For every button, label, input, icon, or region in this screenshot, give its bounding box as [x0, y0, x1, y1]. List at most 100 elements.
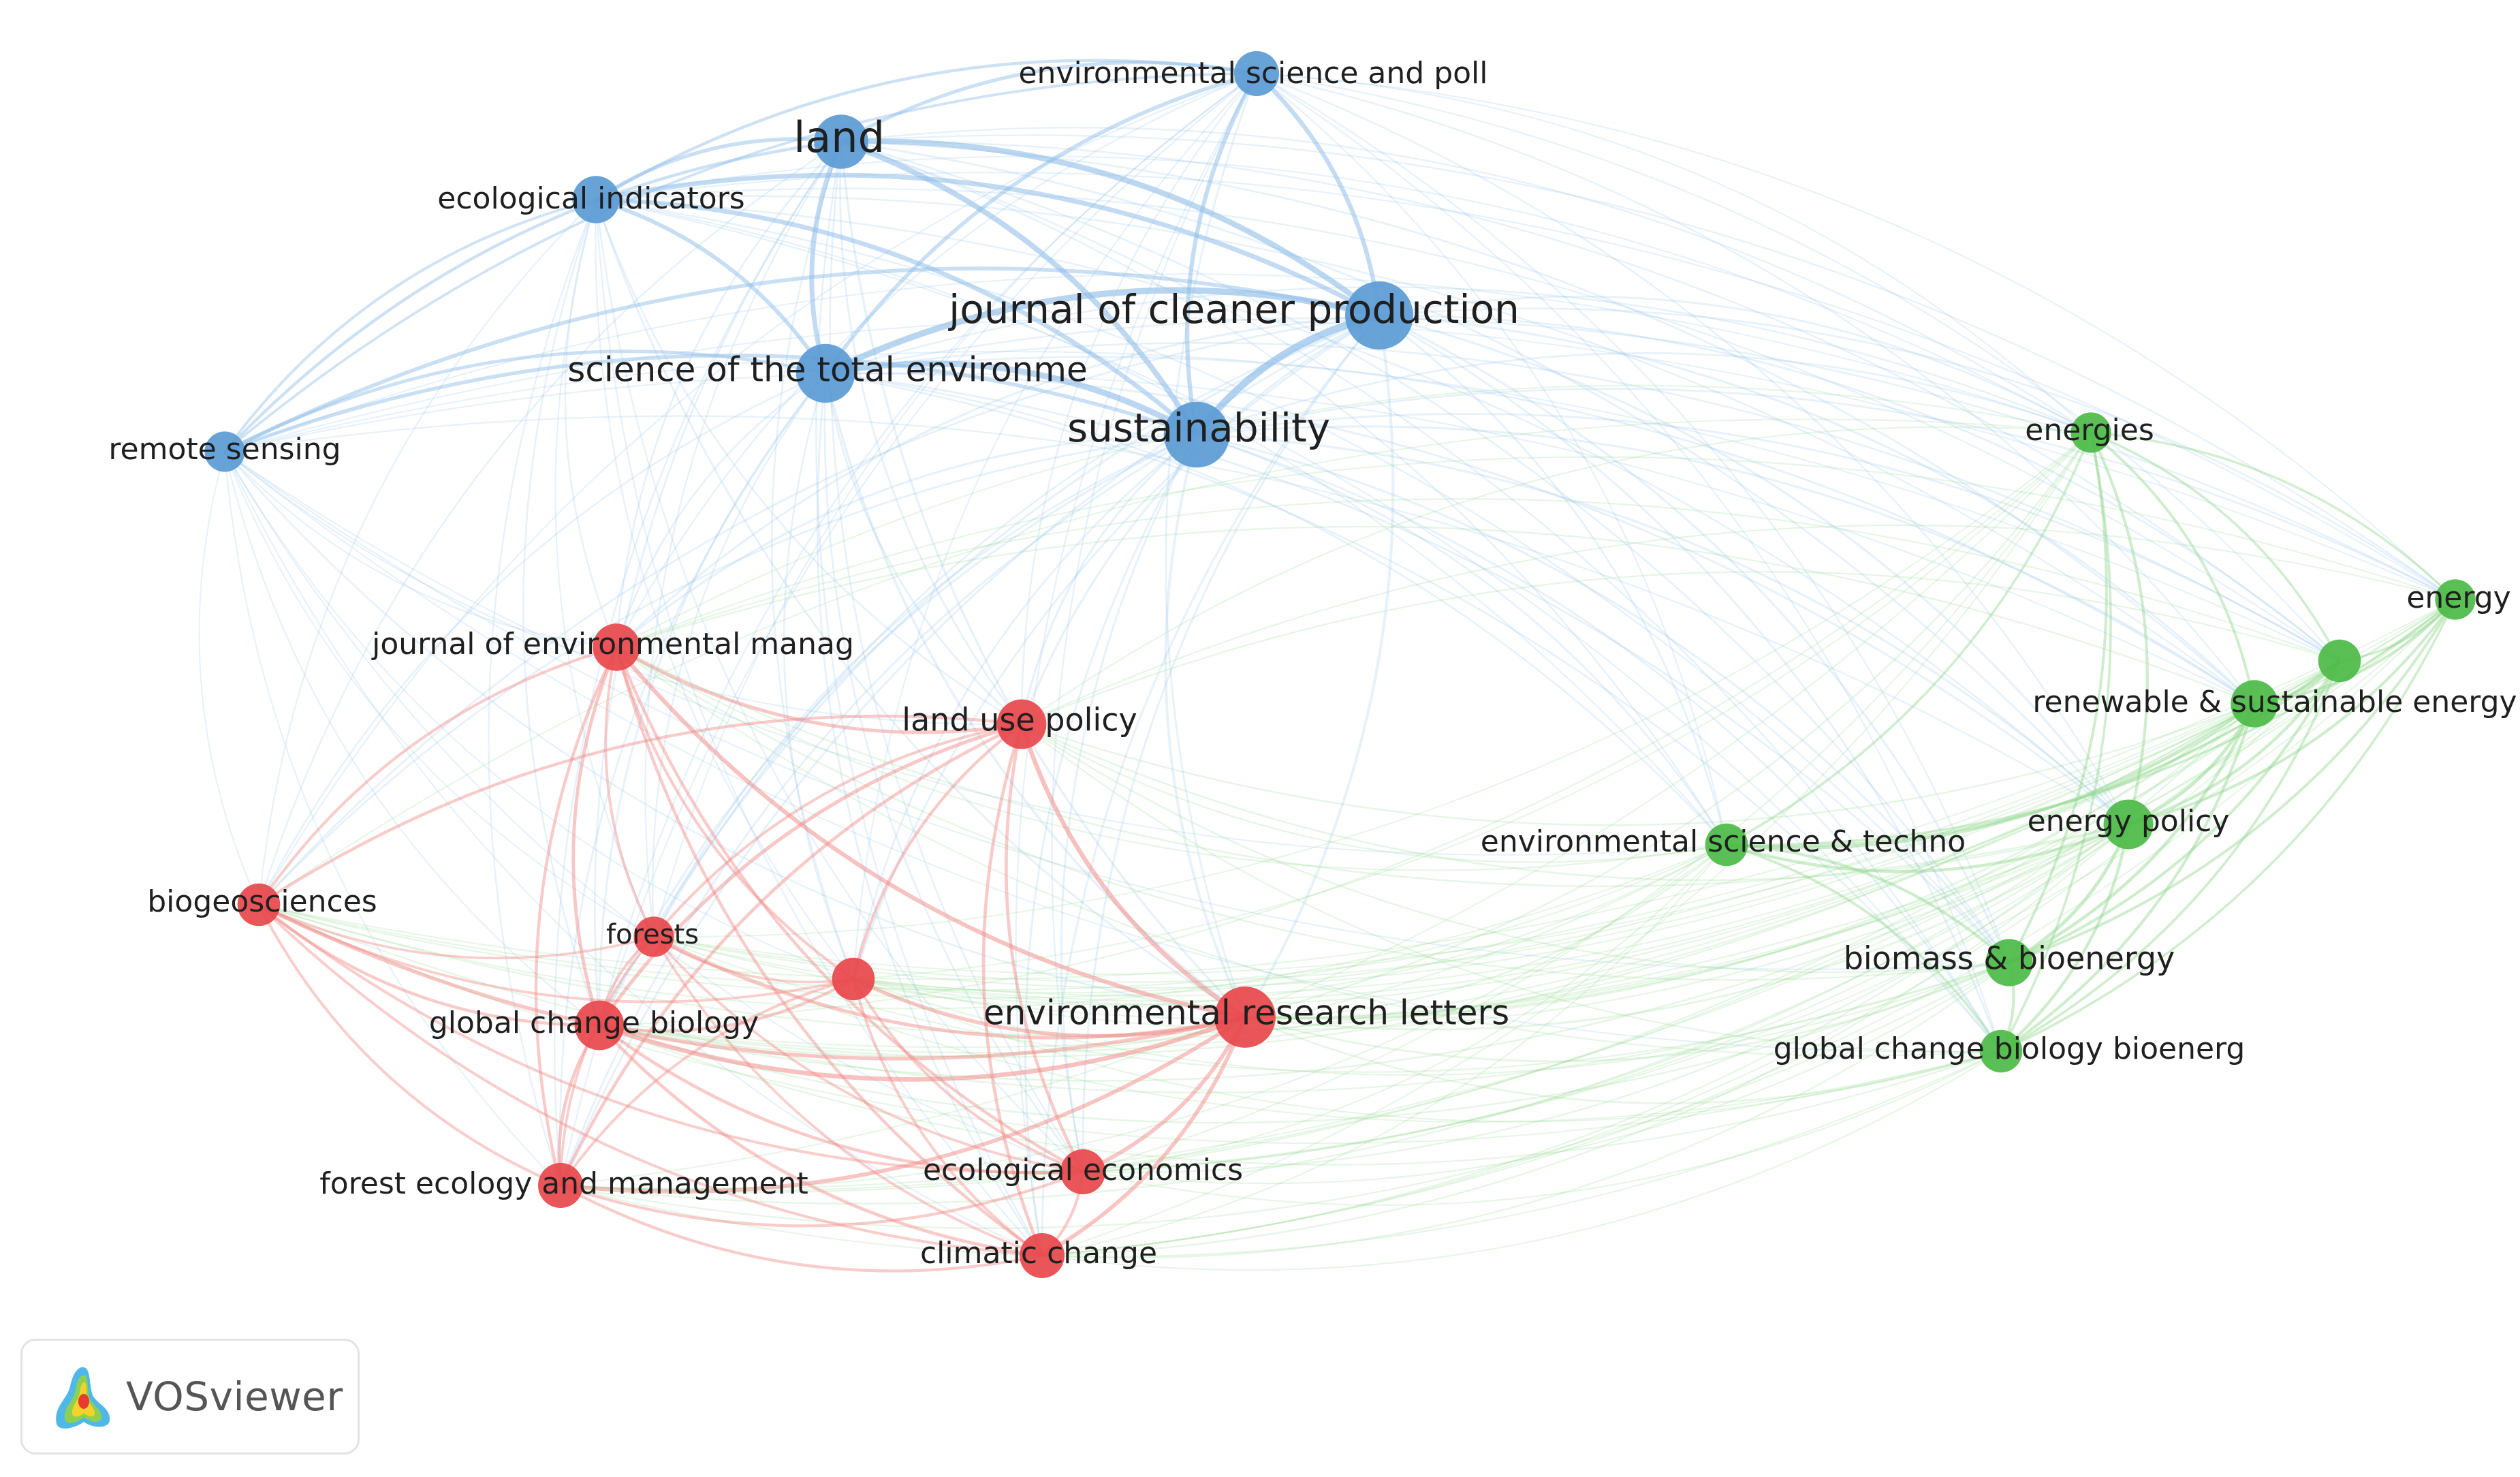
link-remote-est [224, 451, 1727, 856]
link-remote-green_unl [224, 350, 2340, 662]
node-gcbb[interactable] [1979, 1029, 2023, 1073]
link-energy-ecoecon [1082, 599, 2456, 1173]
link-sust-erl [1164, 434, 1246, 1018]
link-env_sci_poll-remote [223, 72, 1257, 453]
link-jcp-gcbb [1379, 314, 2002, 1052]
link-biogeo-ecoecon [257, 903, 1084, 1175]
link-stoten-rser [825, 356, 2255, 705]
link-biomass-feco [560, 961, 2010, 1229]
link-energies-enpol [2090, 432, 2149, 825]
link-gcbb-ecoecon [1082, 1051, 2002, 1207]
link-green_unl-ecoecon [1082, 660, 2340, 1173]
link-eco_ind-gcb [522, 199, 601, 1026]
link-energy-gcbb [2000, 599, 2457, 1053]
node-ecoecon[interactable] [1060, 1149, 1105, 1194]
node-jcp[interactable] [1345, 281, 1413, 349]
node-est[interactable] [1705, 823, 1748, 867]
node-climchg[interactable] [1020, 1233, 1065, 1278]
link-green_unl-biomass [2009, 660, 2341, 964]
node-rser[interactable] [2231, 680, 2278, 728]
link-env_sci_poll-biomass [1256, 72, 2011, 963]
link-env_sci_poll-jcp [1255, 72, 1382, 316]
link-energy-jem [616, 456, 2456, 649]
link-sust-est [1196, 433, 1728, 845]
link-est-climchg [1041, 844, 1727, 1257]
link-gcb-erl [598, 1014, 1246, 1082]
link-sust-gcb [598, 433, 1197, 1026]
link-land-forests [644, 141, 842, 937]
link-jcp-biomass [1379, 314, 2011, 963]
node-stoten[interactable] [796, 343, 855, 403]
link-rser-climchg [1041, 703, 2255, 1257]
link-lup-feco [558, 722, 1023, 1187]
node-gcb[interactable] [574, 1000, 625, 1051]
link-lup-erl [1019, 724, 1246, 1019]
link-jcp-red_unl [852, 314, 1380, 980]
link-green_unl-forests [653, 660, 2340, 983]
node-sust[interactable] [1163, 401, 1230, 468]
label-gcb: global change biology [429, 1006, 759, 1040]
link-jcp-lup [1020, 314, 1380, 725]
node-env_sci_poll[interactable] [1234, 51, 1279, 96]
link-land-sust [840, 139, 1199, 437]
link-enpol-ecoecon [1082, 824, 2129, 1173]
link-sust-biomass [1196, 433, 2011, 963]
link-energies-jem [616, 384, 2092, 648]
node-feco[interactable] [538, 1163, 583, 1208]
link-env_sci_poll-gcbb [1256, 73, 2002, 1052]
link-biogeo-erl [257, 903, 1246, 1061]
link-energies-forests [653, 432, 2092, 938]
node-remote[interactable] [204, 431, 245, 472]
link-green_unl-gcbb [2000, 660, 2341, 1053]
node-energies[interactable] [2070, 412, 2111, 453]
link-jem-gcb [571, 647, 618, 1026]
node-lup[interactable] [996, 699, 1047, 749]
link-green_unl-gcb [599, 660, 2340, 1054]
link-land-climchg [815, 141, 1043, 1256]
link-est-ecoecon [1082, 844, 1727, 1173]
link-env_sci_poll-biogeo [258, 72, 1257, 905]
link-biogeo-climchg [257, 903, 1043, 1258]
node-biogeo[interactable] [237, 883, 281, 927]
link-green_unl-feco [560, 660, 2340, 1192]
link-remote-biomass [224, 451, 2010, 970]
link-env_sci_poll-gcb [598, 73, 1257, 1026]
link-env_sci_poll-forests [652, 73, 1257, 937]
link-remote-gcb [223, 451, 600, 1026]
link-land-energy [840, 134, 2456, 600]
link-sust-ecoecon [1060, 434, 1198, 1172]
node-forests[interactable] [633, 916, 674, 957]
link-energies-climchg [1041, 432, 2092, 1256]
link-rser-feco [560, 703, 2255, 1193]
node-biomass[interactable] [1985, 939, 2033, 986]
link-energy-erl [1244, 599, 2456, 1019]
node-green_unl[interactable] [2318, 639, 2361, 683]
node-eco_ind[interactable] [572, 176, 620, 223]
link-lup-forests [652, 722, 1022, 938]
link-gcbb-biogeo [258, 904, 2002, 1145]
link-energies-gcbb [2000, 432, 2112, 1052]
link-env_sci_poll-stoten [823, 72, 1257, 375]
link-eco_ind-biogeo [257, 199, 597, 905]
link-land-erl [840, 141, 1246, 1019]
label-env_sci_poll: environmental science and poll [1018, 56, 1487, 91]
link-land-est [840, 140, 1728, 845]
link-enpol-feco [560, 823, 2129, 1205]
link-lup-ecoecon [1005, 724, 1085, 1173]
node-land[interactable] [814, 114, 868, 169]
node-erl[interactable] [1214, 986, 1276, 1048]
link-env_sci_poll-est [1256, 73, 1728, 845]
link-remote-biogeo [198, 451, 259, 905]
link-jcp-climchg [1041, 315, 1381, 1256]
link-lup-red_unl [851, 723, 1023, 980]
label-erl: environmental research letters [983, 993, 1509, 1033]
link-green_unl-lup [1021, 571, 2340, 726]
node-enpol[interactable] [2103, 799, 2154, 850]
node-red_unl[interactable] [832, 957, 875, 1001]
node-jem[interactable] [593, 623, 640, 671]
link-biogeo-gcb [257, 903, 600, 1027]
link-stoten-biogeo [257, 372, 826, 905]
node-energy[interactable] [2435, 579, 2476, 620]
link-eco_ind-climchg [595, 199, 1043, 1256]
link-land-jcp [840, 138, 1381, 318]
